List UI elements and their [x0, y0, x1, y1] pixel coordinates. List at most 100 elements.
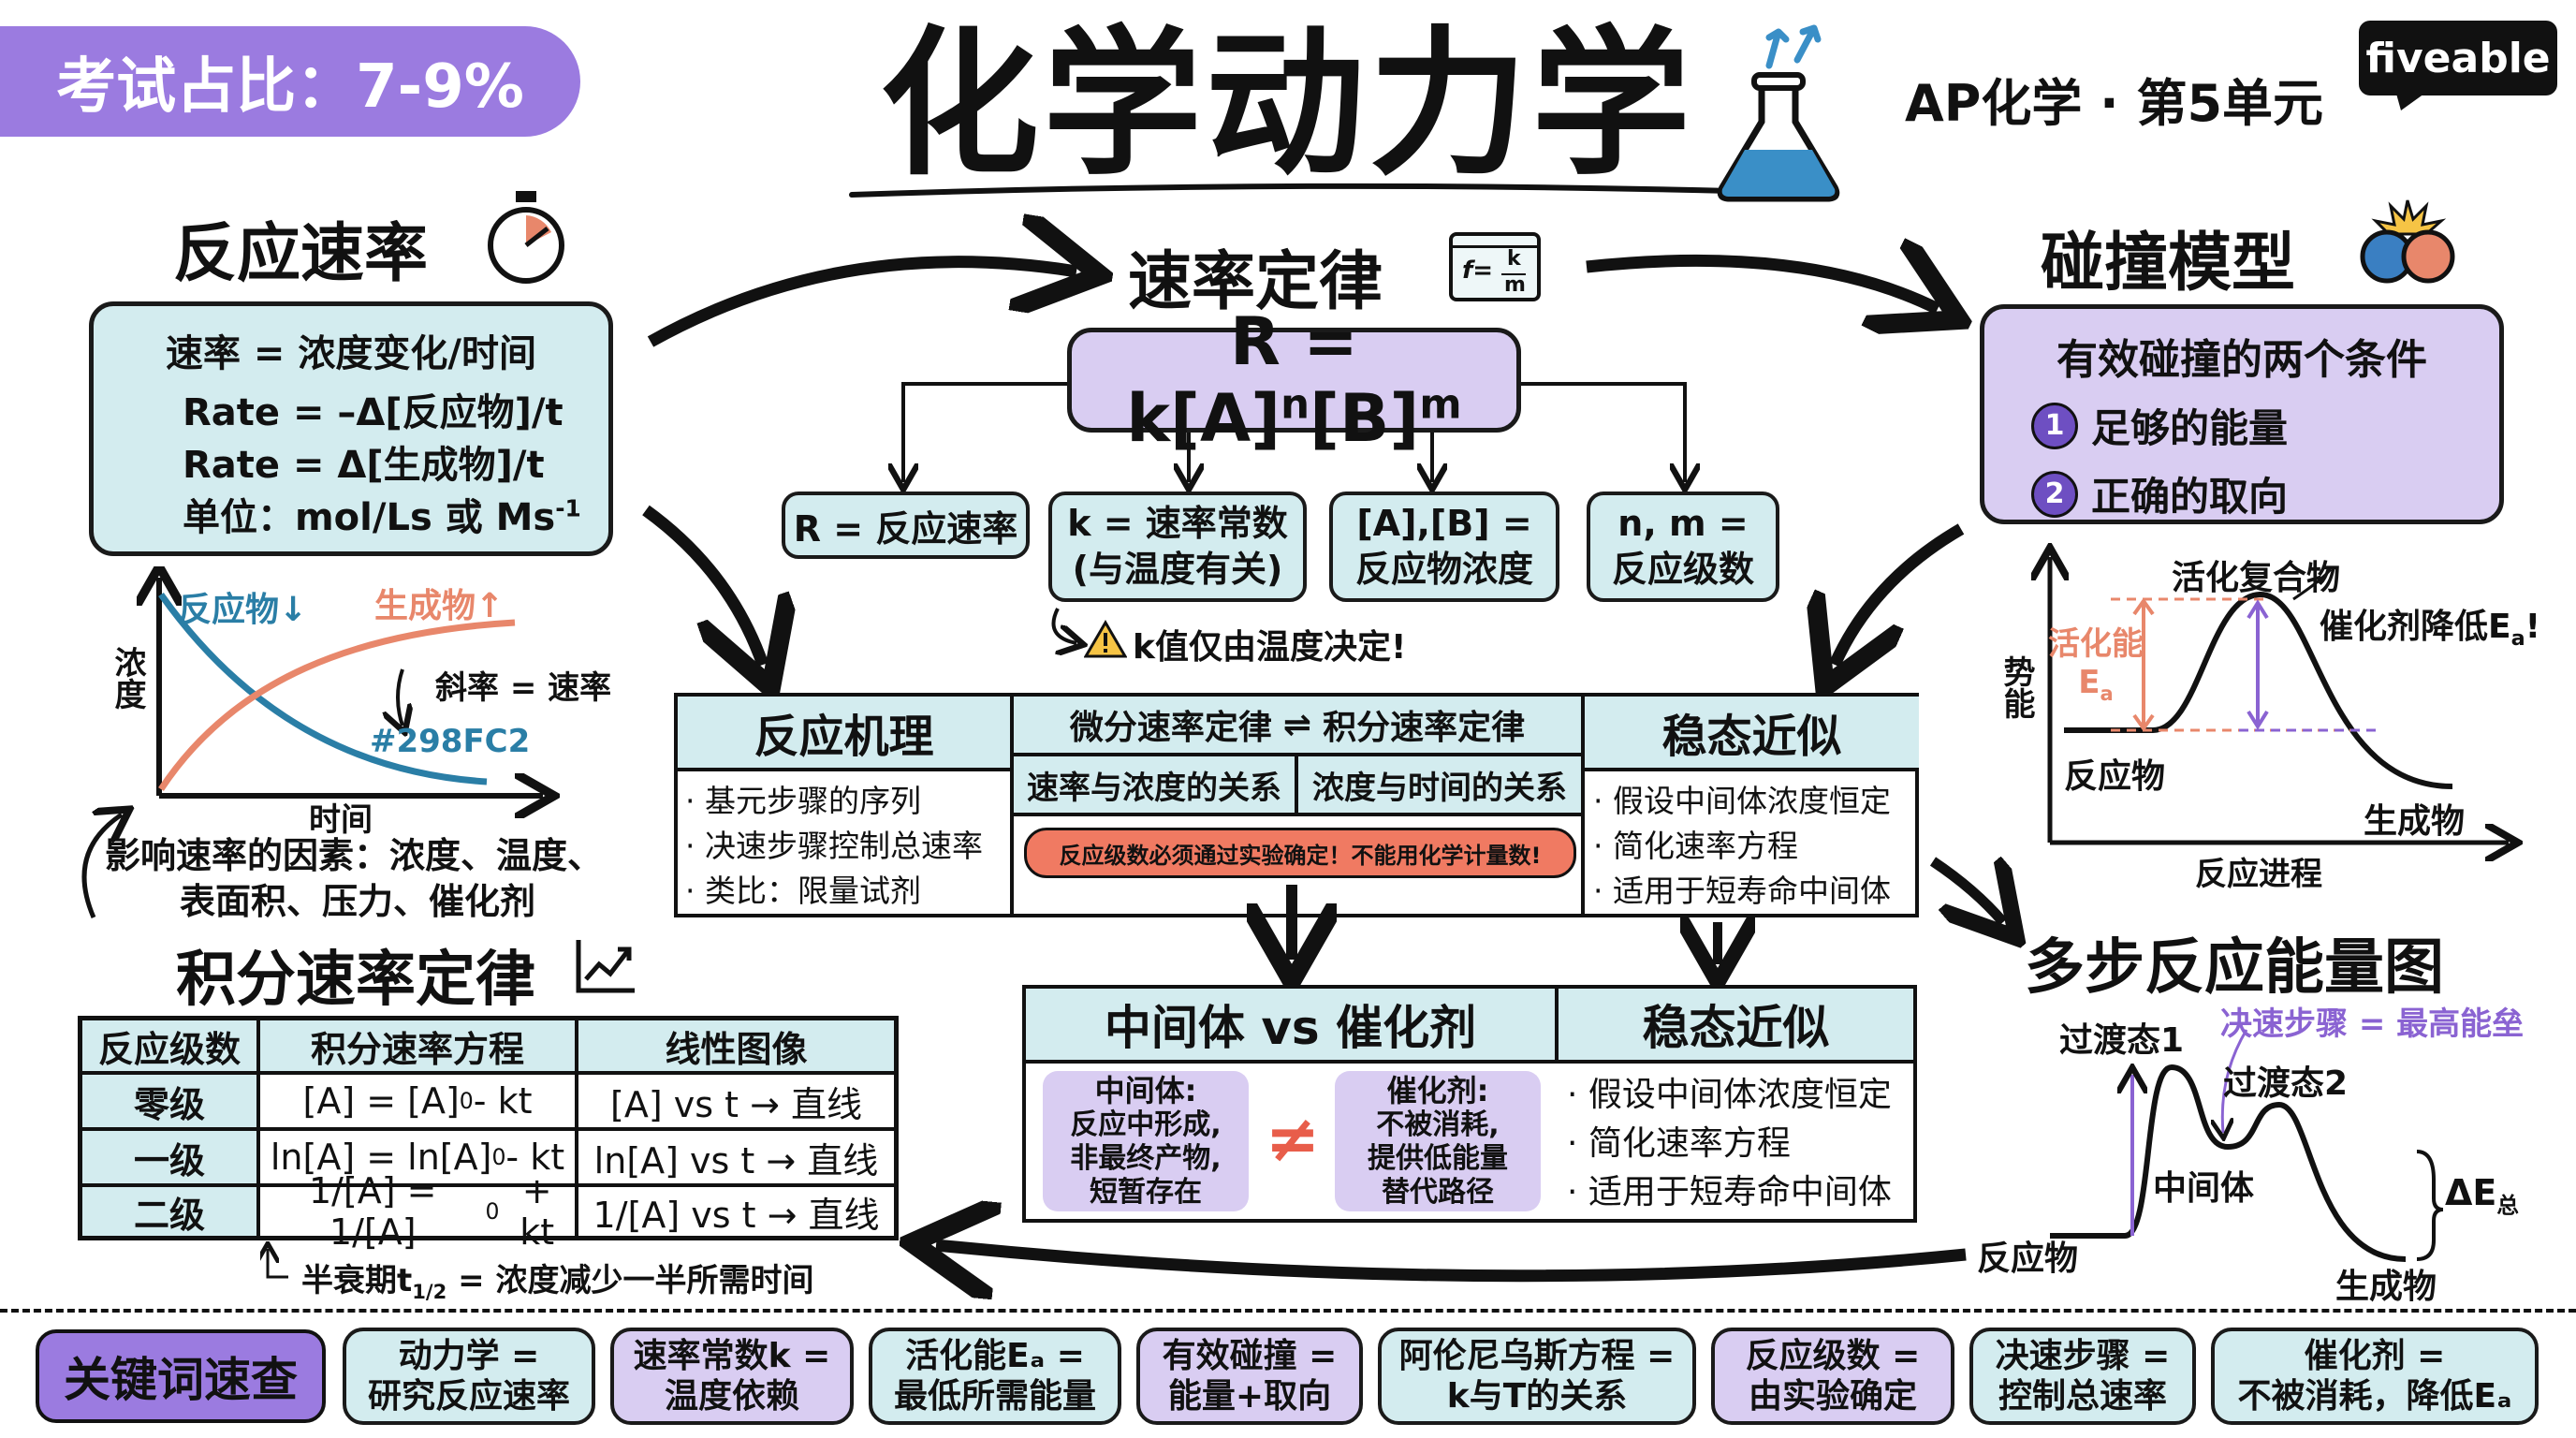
k-temperature-warning: k值仅由温度决定!: [1133, 628, 1407, 667]
keyword-chip: 速率常数k =温度依赖: [610, 1328, 854, 1425]
table-equation: ln[A] = ln[A]0 - kt: [260, 1131, 578, 1187]
intermediate-card: 中间体: 反应中形成, 非最终产物, 短暂存在: [1043, 1071, 1249, 1211]
keywords-label: 关键词速查: [36, 1329, 326, 1423]
rate-def-concentration: [A],[B] =反应物浓度: [1329, 492, 1559, 602]
table-header: 线性图像: [578, 1020, 894, 1075]
page-title: 化学动力学: [880, 12, 1695, 198]
energy-ylabel: 势能: [1998, 655, 2035, 719]
formula-icon: f= k m: [1449, 232, 1541, 301]
delta-e-total-label: ΔE总: [2445, 1172, 2519, 1219]
brand-text: fiveable: [2365, 34, 2551, 82]
integrated-description: 浓度与时间的关系: [1298, 756, 1581, 816]
keyword-chip: 决速步骤 =控制总速率: [1969, 1328, 2196, 1425]
factors-arrow: [81, 796, 159, 918]
collision-icon: [2360, 199, 2455, 284]
rate-def-R: R = 反应速率: [782, 492, 1030, 559]
keyword-chip: 活化能Eₐ =最低所需能量: [869, 1328, 1121, 1425]
fiveable-logo: fiveable: [2359, 21, 2557, 110]
title-underline: [849, 183, 1734, 198]
exam-weight-badge: 考试占比：7-9%: [0, 26, 580, 137]
collision-condition-energy: 1 足够的能量: [2031, 397, 2471, 454]
collision-model-title: 碰撞模型: [2041, 227, 2296, 301]
steady-state-bottom-bullets: · 假设中间体浓度恒定 · 简化速率方程 · 适用于短寿命中间体: [1567, 1071, 1915, 1218]
steady-state-bullet: · 假设中间体浓度恒定: [1593, 783, 1891, 819]
experimental-order-warning: 反应级数必须通过实验确定！不能用化学计量数!: [1024, 828, 1576, 878]
activation-energy-label: 活化能 Ea: [2048, 625, 2144, 705]
catalyst-lowers-ea-label: 催化剂降低Ea!: [2320, 608, 2541, 652]
steady-state-top-bullets: · 假设中间体浓度恒定 · 简化速率方程 · 适用于短寿命中间体: [1593, 779, 1921, 914]
rate-law-title: 速率定律: [1128, 245, 1383, 319]
table-order: 一级: [82, 1131, 260, 1187]
line-chart-icon: [576, 940, 635, 993]
integrated-rate-table: 反应级数 积分速率方程 线性图像 零级 [A] = [A]0 - kt [A] …: [78, 1016, 899, 1253]
flask-icon: [1717, 24, 1840, 202]
intermediate-catalyst-panel: 中间体 vs 催化剂 中间体: 反应中形成, 非最终产物, 短暂存在 ≠ 催化剂…: [1022, 985, 1917, 1223]
integrated-rate-law-title: 积分速率定律: [176, 946, 535, 1015]
catalyst-card: 催化剂: 不被消耗, 提供低能量 替代路径: [1335, 1071, 1541, 1211]
multistep-reactant-label: 反应物: [1977, 1240, 2079, 1278]
concentration-time-graph: [94, 566, 618, 829]
rate-def-order: n, m =反应级数: [1587, 492, 1779, 602]
graph-xlabel: 时间: [309, 801, 373, 839]
reaction-rate-box: 速率 = 浓度变化/时间 Rate = –Δ[反应物]/t Rate = Δ[生…: [89, 301, 613, 556]
rate-law-branches: [0, 382, 2576, 524]
table-header: 积分速率方程: [260, 1020, 578, 1075]
table-order: 二级: [82, 1187, 260, 1236]
keyword-chip: 催化剂 =不被消耗，降低Eₐ: [2211, 1328, 2539, 1425]
rate-definition: 速率 = 浓度变化/时间: [166, 332, 536, 375]
mechanism-bullet: · 类比：限量试剂: [685, 872, 921, 909]
mechanism-bullets: · 基元步骤的序列 · 决速步骤控制总速率 · 类比：限量试剂: [685, 779, 1008, 914]
mechanism-panel: 反应机理 · 基元步骤的序列 · 决速步骤控制总速率 · 类比：限量试剂 微分速…: [674, 693, 1919, 917]
differential-integrated-header: 微分速率定律 ⇌ 积分速率定律: [1014, 697, 1581, 756]
rate-reactant-formula: Rate = –Δ[反应物]/t: [183, 391, 564, 434]
mechanism-bullet: · 基元步骤的序列: [685, 783, 921, 819]
keyword-chip: 有效碰撞 =能量+取向: [1136, 1328, 1363, 1425]
steady-state-bottom-title: 稳态近似: [1559, 989, 1913, 1064]
multistep-intermediate-label: 中间体: [2153, 1169, 2255, 1208]
keyword-chip: 动力学 =研究反应速率: [343, 1328, 595, 1425]
activation-energy-diagram: [2022, 543, 2546, 861]
energy-reactant-label: 反应物: [2064, 757, 2166, 796]
table-header: 反应级数: [82, 1020, 260, 1075]
mechanism-bullet: · 决速步骤控制总速率: [685, 827, 983, 864]
reaction-rate-title: 反应速率: [173, 217, 429, 291]
collision-conditions-box: 有效碰撞的两个条件 1 足够的能量 2 正确的取向: [1980, 304, 2504, 524]
not-equal-sign: ≠: [1265, 1100, 1321, 1177]
multistep-energy-title: 多步反应能量图: [2025, 933, 2444, 1003]
steady-state-bullet: · 适用于短寿命中间体: [1567, 1173, 1892, 1212]
multistep-product-label: 生成物: [2335, 1268, 2437, 1306]
rate-factors-line2: 表面积、压力、催化剂: [180, 881, 536, 923]
rate-product-formula: Rate = Δ[生成物]/t: [183, 444, 545, 487]
rate-factors: 影响速率的因素：浓度、温度、 表面积、压力、催化剂: [105, 833, 603, 926]
table-equation: [A] = [A]0 - kt: [260, 1075, 578, 1131]
graph-ylabel: 浓度: [109, 646, 146, 710]
steady-state-bullet: · 简化速率方程: [1567, 1124, 1791, 1164]
steady-state-bullet: · 假设中间体浓度恒定: [1567, 1076, 1892, 1114]
exam-weight-text: 考试占比：7-9%: [56, 52, 524, 122]
down-arrows: [0, 885, 2576, 1030]
rate-units: 单位：mol/Ls 或 Ms-1: [183, 494, 581, 539]
multistep-energy-diagram: [2050, 1029, 2444, 1262]
half-life-note: 半衰期t1/2 = 浓度减少一半所需时间: [301, 1262, 814, 1303]
energy-xlabel: 反应进程: [2195, 856, 2322, 893]
table-plot: [A] vs t → 直线: [578, 1075, 894, 1131]
warning-hook-arrow: [1051, 608, 1095, 655]
rate-def-k: k = 速率常数(与温度有关): [1048, 492, 1307, 602]
rate-factors-line1: 影响速率的因素：浓度、温度、: [105, 835, 604, 876]
unit-subtitle: AP化学 · 第5单元: [1905, 74, 2324, 133]
keyword-chip: 阿伦尼乌斯方程 =k与T的关系: [1378, 1328, 1696, 1425]
table-plot: ln[A] vs t → 直线: [578, 1131, 894, 1187]
transition-state-1-label: 过渡态1: [2059, 1021, 2185, 1060]
mechanism-title: 反应机理: [678, 697, 1014, 771]
energy-product-label: 生成物: [2364, 802, 2466, 841]
steady-state-bullet: · 适用于短寿命中间体: [1593, 872, 1891, 909]
rate-law-equation: R = k[A]n[B]m: [1067, 303, 1521, 457]
activated-complex-label: 活化复合物: [2172, 559, 2341, 597]
collision-condition-orientation: 2 正确的取向: [2031, 465, 2471, 522]
collision-box-title: 有效碰撞的两个条件: [2056, 336, 2427, 384]
stopwatch-icon: [488, 191, 564, 284]
graph-product-label: 生成物↑: [374, 587, 505, 625]
table-order: 零级: [82, 1075, 260, 1131]
keyword-chip: 反应级数 =由实验确定: [1711, 1328, 1954, 1425]
